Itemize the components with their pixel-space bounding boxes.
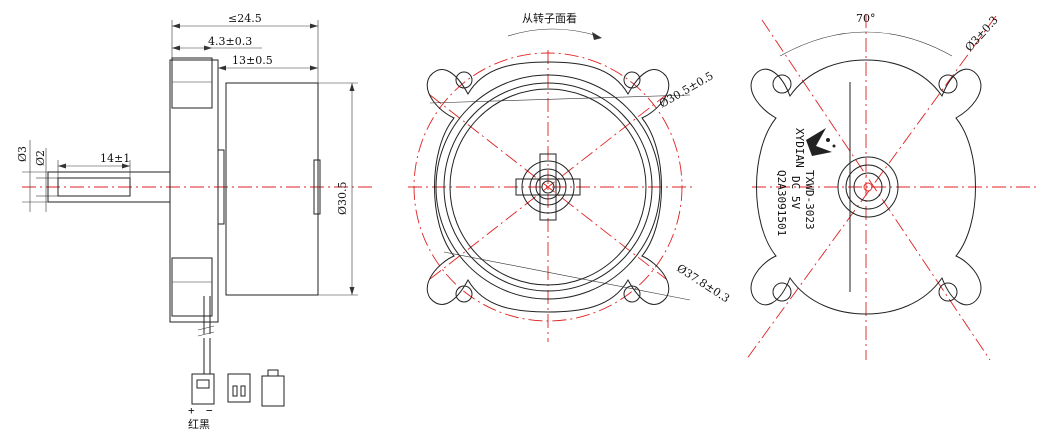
hole-dim: Ø3±0.3 [963,14,1001,54]
dim-flange-offset: 4.3±0.3 [208,35,252,48]
lead-wires [203,296,211,334]
label-voltage: DC 5V [789,176,802,209]
label-serial: Q2A3091501 [775,170,788,236]
svg-text:XYDIAN: XYDIAN [793,128,806,168]
shaft [47,171,171,203]
rotation-arrow [507,28,599,37]
motor-body [225,82,319,296]
dim-body-diameter: Ø30.5 [336,181,349,215]
rear-flange-outline [750,59,982,315]
polarity-minus: − [206,404,213,417]
front-view: 从转子面看 Ø30.5±0.5 Ø37.8±0.3 [408,11,732,342]
flange-boss-top [171,57,213,109]
front-body-outer [435,74,661,300]
rear-hub [837,156,899,218]
connector-top [227,373,251,403]
body-neck [217,149,225,225]
shaft-flat [57,177,131,197]
wire-colors: 红黑 [188,418,210,431]
dim-shaft-d2: Ø2 [34,150,47,166]
flange-boss-bottom [171,257,213,317]
view-note: 从转子面看 [522,11,577,25]
dim-total-length: ≤24.5 [228,12,262,25]
front-hub [521,160,575,214]
connector: + − 红黑 [188,369,285,431]
flange-plate [169,59,219,323]
dim-shaft-length: 14±1 [100,152,130,165]
angle-arc [779,31,953,57]
angle-label: 70° [856,12,876,25]
connector-side [261,375,285,407]
polarity-plus: + [188,404,195,417]
body-cap [313,159,321,215]
front-pitch-circle [413,52,683,322]
dim-body-length: 13±0.5 [232,54,273,67]
dim-shaft-d3: Ø3 [16,146,29,162]
connector-front [191,373,215,405]
brand-logo: XYDIAN [793,128,836,168]
rear-view: 70° Ø3±0.3 XYDIAN TXWD-3023 DC 5V Q2A309… [745,12,1040,361]
front-flange-outline [427,61,669,313]
label-model: TXWD-3023 [803,170,816,230]
side-view: ≤24.5 4.3±0.3 13±0.5 Ø30.5 14±1 Ø3 [16,12,372,374]
